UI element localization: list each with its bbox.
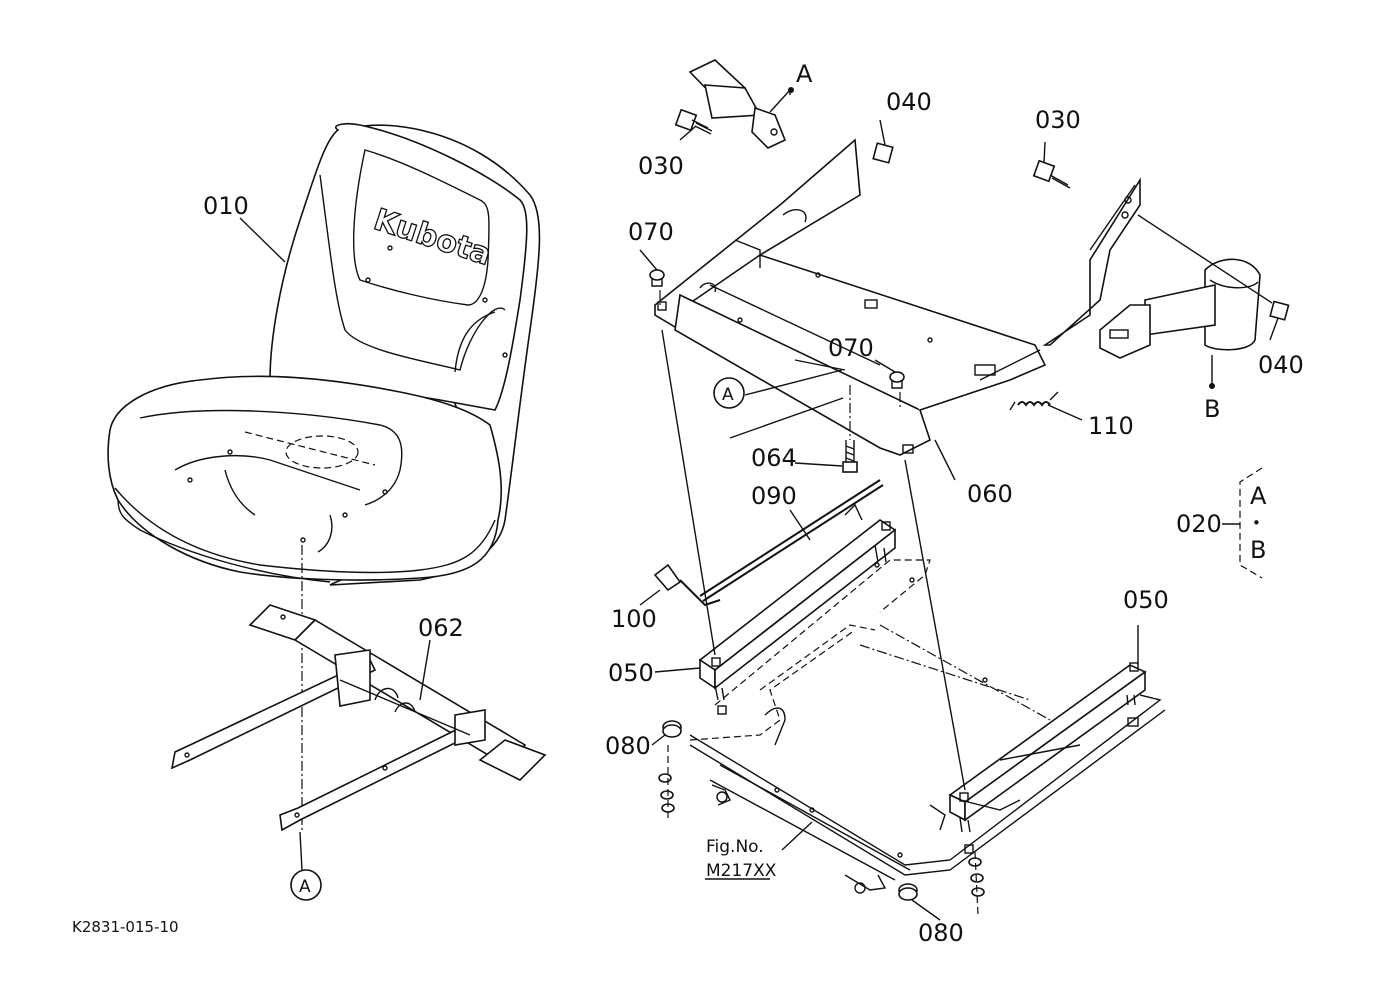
rod-lever-drawing — [653, 479, 884, 607]
label-part-060: 060 — [967, 480, 1013, 508]
label-part-110: 110 — [1088, 412, 1134, 440]
lower-frame-drawing — [689, 559, 1166, 894]
label-part-070-b: 070 — [828, 334, 874, 362]
label-group-b: B — [1250, 536, 1266, 564]
ref-a-leader — [729, 369, 844, 439]
label-part-050-a: 050 — [608, 659, 654, 687]
circle-ref-a-left-text: A — [299, 877, 311, 897]
seat-stand-drawing — [170, 604, 547, 832]
label-part-010: 010 — [203, 192, 249, 220]
label-group-dot: • — [1252, 514, 1261, 532]
label-part-062: 062 — [418, 614, 464, 642]
slide-rail-right-drawing — [948, 625, 1147, 833]
slide-rail-left-drawing — [698, 519, 897, 701]
label-part-020: 020 — [1176, 510, 1222, 538]
label-part-070-a: 070 — [628, 218, 674, 246]
hardware-top-drawing — [674, 108, 1290, 321]
label-part-080-b: 080 — [918, 919, 964, 947]
seatbelt-a-drawing — [688, 59, 794, 149]
label-part-090: 090 — [751, 482, 797, 510]
seat-drawing: Kubota — [107, 123, 541, 830]
label-part-080-a: 080 — [605, 732, 651, 760]
circle-ref-a-center: A — [713, 377, 745, 409]
nuts-080-drawing — [658, 720, 985, 916]
seat-bracket-drawing — [654, 138, 1141, 456]
label-part-050-b: 050 — [1123, 586, 1169, 614]
leader-lines — [661, 329, 966, 791]
label-part-040-b: 040 — [1258, 351, 1304, 379]
rubber-caps-drawing — [649, 269, 905, 410]
label-leaders — [239, 90, 1279, 921]
drawing-code: K2831-015-10 — [72, 918, 179, 936]
seatbelt-set-bracket — [1222, 467, 1263, 579]
bolt-064-drawing — [842, 385, 858, 473]
fig-ref-line2: M217XX — [706, 861, 777, 881]
circle-ref-a-left: A — [290, 869, 322, 901]
label-part-030-b: 030 — [1035, 106, 1081, 134]
label-ref-a: A — [796, 60, 813, 88]
spring-drawing — [1009, 391, 1083, 421]
label-part-064: 064 — [751, 444, 797, 472]
label-part-040-a: 040 — [886, 88, 932, 116]
label-ref-b: B — [1204, 395, 1220, 423]
seatbelt-b-drawing — [1099, 214, 1273, 389]
label-part-030-a: 030 — [638, 152, 684, 180]
circle-ref-a-center-text: A — [722, 385, 734, 405]
fig-ref-line1: Fig.No. — [706, 837, 764, 857]
label-group-a: A — [1250, 482, 1267, 510]
label-part-100: 100 — [611, 605, 657, 633]
